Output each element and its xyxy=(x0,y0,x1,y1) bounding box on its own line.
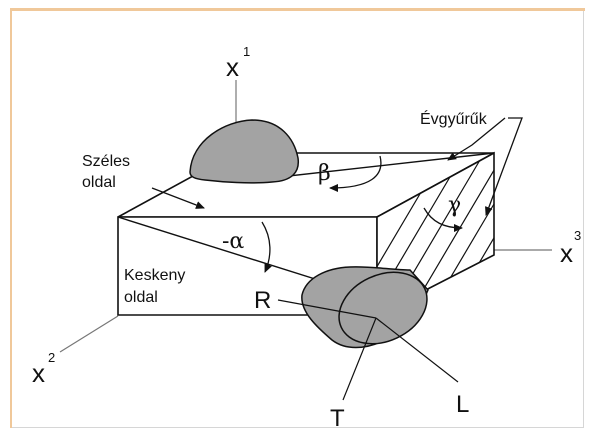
radial-label: R xyxy=(254,287,271,314)
evgyuruk-arrow-2 xyxy=(485,117,523,216)
axis-x2-label: x xyxy=(32,358,45,388)
keskeny-label-line2: oldal xyxy=(124,289,158,306)
axis-x1-label: x xyxy=(226,52,239,82)
evgyuruk-label: Évgyűrűk xyxy=(420,109,488,128)
axis-x3-label: x xyxy=(560,238,573,268)
alpha-arc xyxy=(261,221,272,273)
gamma-arc xyxy=(423,207,463,232)
evgyuruk-arrow-1 xyxy=(447,117,506,161)
axis-x2-sup: 2 xyxy=(48,350,55,365)
axis-x2-line xyxy=(59,315,119,353)
beta-arc xyxy=(329,155,382,192)
longitudinal-label: L xyxy=(456,391,469,418)
beta-label: β xyxy=(318,161,331,186)
top-knot xyxy=(189,119,300,184)
tangential-line xyxy=(342,317,377,401)
front-knot-end xyxy=(338,271,428,345)
szeles-arrow xyxy=(151,187,205,209)
tangential-label: T xyxy=(330,405,345,432)
longitudinal-line xyxy=(375,317,459,383)
axis-x1-sup: 1 xyxy=(243,44,250,59)
keskeny-label-line1: Keskeny xyxy=(124,267,185,284)
szeles-label-line2: oldal xyxy=(82,174,116,191)
front-diagonal xyxy=(117,216,351,291)
axis-x3-sup: 3 xyxy=(574,228,581,243)
radial-line xyxy=(277,299,377,319)
frame-accent-left xyxy=(10,11,12,428)
alpha-label: -α xyxy=(222,229,244,254)
szeles-label-line1: Széles xyxy=(82,153,130,170)
gamma-label: γ xyxy=(448,193,461,218)
